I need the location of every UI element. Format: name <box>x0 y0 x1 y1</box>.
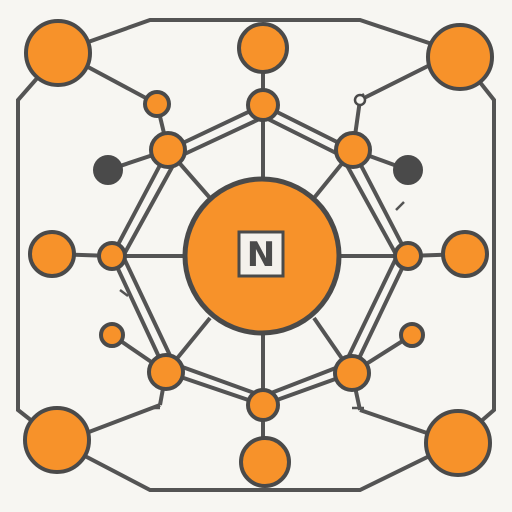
edge <box>120 253 177 367</box>
hub-logo: N <box>237 230 285 278</box>
node-ring-right <box>393 241 423 271</box>
node-ring-bottom <box>246 388 280 422</box>
edge <box>342 159 400 259</box>
node-corner-top-right <box>426 23 494 91</box>
edge <box>261 114 347 160</box>
node-ring-left <box>97 241 127 271</box>
node-dark-left <box>93 155 123 185</box>
node-small <box>99 322 125 348</box>
edge <box>110 255 168 373</box>
edge <box>342 253 400 367</box>
edge <box>265 362 347 397</box>
tick-mark <box>119 289 129 297</box>
node-right <box>441 230 489 278</box>
node-small <box>143 90 171 118</box>
node-small <box>399 322 425 348</box>
logo-letter: N <box>247 235 275 275</box>
node-ring-top-left <box>149 131 187 169</box>
node-corner-bottom-left <box>23 406 91 474</box>
node-ring-top <box>246 88 280 122</box>
logo-box <box>237 230 285 278</box>
edge <box>175 114 267 160</box>
edge <box>110 149 170 257</box>
edge <box>120 159 178 259</box>
edge <box>350 255 410 374</box>
edge <box>351 149 410 257</box>
tick-mark <box>395 201 405 211</box>
node-corner-top-left <box>24 19 92 87</box>
node-bottom <box>239 436 291 488</box>
node-left <box>28 230 76 278</box>
node-ring-bottom-right <box>333 354 371 392</box>
node-top <box>237 22 289 74</box>
frame-edge <box>59 441 457 492</box>
node-corner-bottom-right <box>424 409 492 477</box>
node-ring-top-right <box>334 131 372 169</box>
node-tiny <box>353 93 367 107</box>
frame-edge <box>59 18 457 54</box>
edge <box>173 362 261 397</box>
node-dark-right <box>393 155 423 185</box>
node-ring-bottom-left <box>147 353 185 391</box>
